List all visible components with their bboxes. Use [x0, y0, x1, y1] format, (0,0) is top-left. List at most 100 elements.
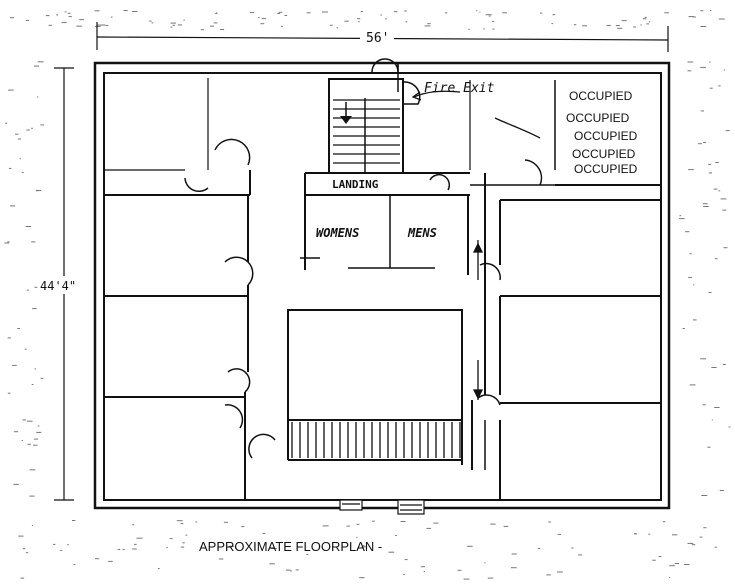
- scan-speck: [5, 122, 8, 124]
- scan-speck: [708, 292, 712, 293]
- scan-speck: [223, 521, 228, 523]
- scan-speck: [394, 11, 398, 13]
- scan-speck: [723, 69, 725, 71]
- corridor-arrows: [472, 240, 484, 400]
- scan-speck: [110, 16, 113, 18]
- scan-speck: [700, 26, 707, 27]
- scan-speck: [7, 241, 10, 243]
- scan-speck: [262, 532, 266, 534]
- scan-speck: [362, 546, 368, 548]
- scan-speck: [281, 25, 283, 27]
- scan-speck: [37, 61, 44, 63]
- scan-speck: [578, 554, 583, 556]
- scan-speck: [13, 483, 19, 485]
- scan-speck: [176, 520, 183, 522]
- scan-speck: [295, 569, 299, 571]
- scan-speck: [557, 533, 562, 535]
- scan-speck: [25, 19, 29, 21]
- scan-speck: [108, 560, 113, 562]
- scan-speck: [31, 384, 34, 385]
- scan-speck: [322, 11, 328, 13]
- scan-speck: [484, 562, 486, 564]
- scan-speck: [648, 533, 651, 535]
- scan-speck: [642, 18, 647, 20]
- scan-speck: [277, 13, 281, 14]
- scan-speck: [182, 542, 185, 544]
- scan-speck: [633, 26, 637, 28]
- scan-speck: [420, 566, 425, 568]
- scan-speck: [359, 577, 365, 579]
- scan-speck: [715, 162, 719, 163]
- scan-speck: [72, 520, 76, 521]
- scan-speck: [60, 549, 63, 551]
- scan-speck: [502, 12, 507, 14]
- scan-speck: [679, 218, 685, 220]
- scan-speck: [699, 536, 703, 538]
- scan-speck: [689, 384, 696, 386]
- scan-speck: [700, 110, 704, 112]
- scan-speck: [492, 28, 495, 30]
- scan-speck: [96, 24, 102, 26]
- scan-speck: [218, 558, 224, 560]
- scan-speck: [714, 546, 717, 548]
- scan-speck: [404, 559, 408, 561]
- scan-speck: [463, 578, 470, 580]
- scan-speck: [101, 24, 106, 26]
- occupied-label: OCCUPIED: [569, 89, 633, 103]
- scan-speck: [682, 328, 685, 329]
- scan-speck: [700, 66, 706, 68]
- scan-speck: [33, 444, 38, 446]
- scan-speck: [718, 190, 721, 192]
- scan-speck: [136, 537, 143, 539]
- scan-speck: [427, 23, 431, 25]
- scan-speck: [725, 130, 730, 132]
- scan-speck: [693, 284, 695, 286]
- scan-speck: [8, 89, 14, 91]
- scan-speck: [228, 545, 235, 547]
- scan-speck: [105, 25, 109, 26]
- occupied-labels: OCCUPIED OCCUPIED OCCUPIED OCCUPIED OCCU…: [566, 89, 638, 176]
- scan-speck: [688, 277, 692, 278]
- scan-speck: [185, 534, 188, 536]
- scan-speck: [344, 20, 349, 22]
- scan-speck: [582, 25, 588, 27]
- fire-exit-arrow: [411, 90, 541, 139]
- scan-speck: [213, 22, 218, 24]
- scan-noise: [4, 10, 731, 580]
- width-dimension: 56': [96, 22, 669, 52]
- scan-speck: [687, 70, 692, 72]
- scan-speck: [7, 337, 11, 339]
- scan-speck: [728, 426, 731, 428]
- scan-speck: [709, 10, 712, 12]
- scan-speck: [33, 65, 40, 67]
- scan-speck: [714, 258, 718, 260]
- scan-speck: [40, 124, 45, 126]
- scan-speck: [151, 22, 154, 24]
- scan-speck: [169, 538, 173, 540]
- width-label: 56': [366, 31, 389, 46]
- scan-speck: [22, 419, 26, 421]
- scan-speck: [20, 577, 25, 579]
- scan-speck: [94, 10, 100, 12]
- scan-speck: [362, 545, 365, 547]
- scan-speck: [679, 215, 682, 217]
- scan-speck: [284, 15, 288, 16]
- occupied-label: OCCUPIED: [574, 162, 638, 176]
- outer-wall: [93, 61, 671, 510]
- scan-speck: [688, 16, 694, 18]
- scan-speck: [648, 21, 651, 23]
- scan-speck: [258, 17, 260, 18]
- scan-speck: [703, 527, 707, 529]
- scan-speck: [32, 308, 37, 310]
- scan-speck: [468, 28, 470, 30]
- scan-speck: [170, 22, 176, 24]
- scan-speck: [692, 16, 696, 18]
- scan-speck: [693, 319, 697, 321]
- scan-speck: [17, 138, 21, 140]
- scan-speck: [400, 521, 406, 522]
- scan-speck: [200, 29, 204, 31]
- scan-speck: [21, 172, 24, 173]
- scan-speck: [19, 158, 21, 160]
- scan-speck: [180, 546, 185, 548]
- scan-speck: [709, 87, 713, 89]
